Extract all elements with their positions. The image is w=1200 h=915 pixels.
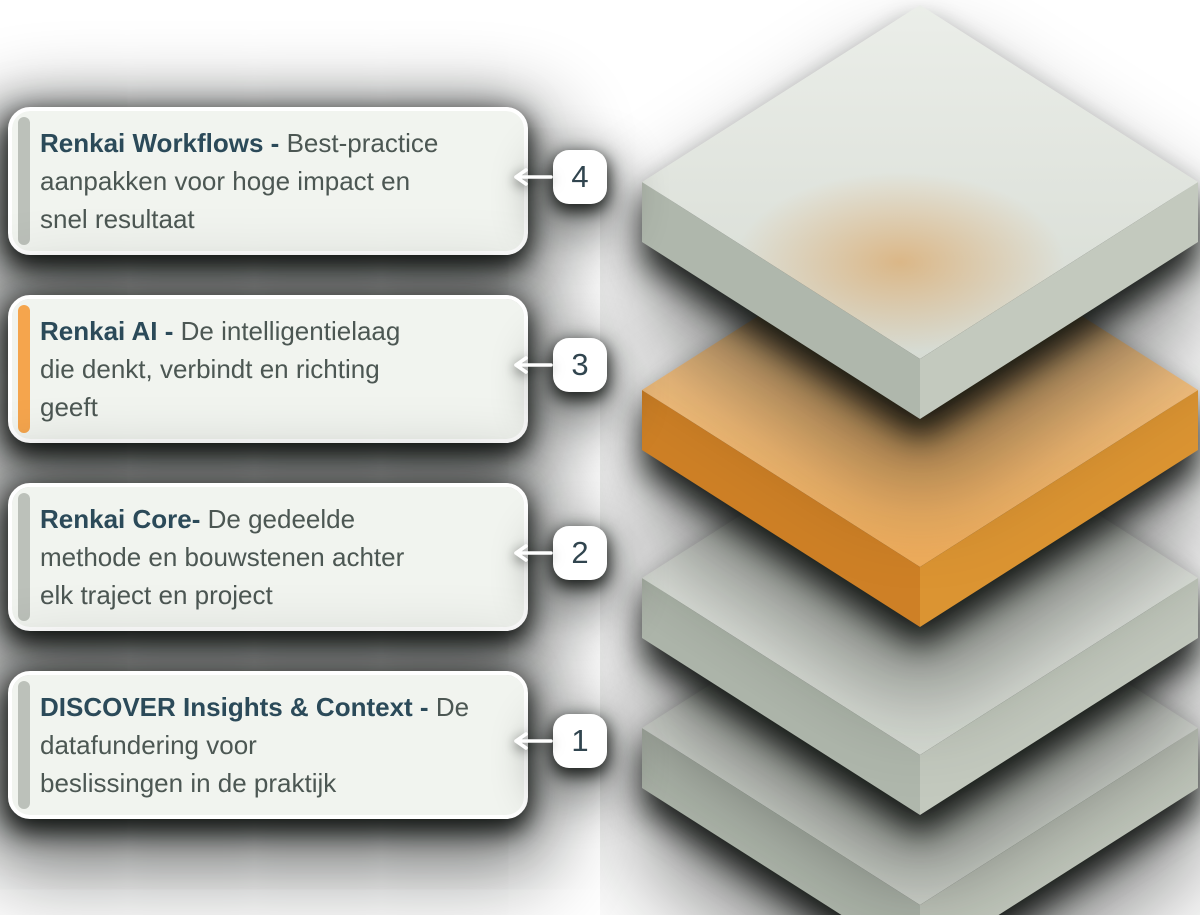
connector-step-3: 3: [510, 338, 620, 392]
card-title: Renkai Core-: [40, 504, 201, 534]
step-number: 2: [571, 535, 589, 570]
connector-step-4: 4: [510, 150, 620, 204]
card-renkai-workflows: Renkai Workflows - Best-practice aanpakk…: [8, 107, 528, 255]
card-title: Renkai AI -: [40, 316, 174, 346]
card-body: De datafundering voor beslissingen in de…: [40, 692, 470, 798]
step-number: 1: [571, 723, 589, 758]
card-accent-bar: [18, 117, 30, 245]
step-badge-1: 1: [553, 714, 607, 768]
card-accent-bar: [18, 493, 30, 621]
arrow-left-icon: [514, 544, 553, 562]
layer-stack: [642, 5, 1198, 915]
connector-step-1: 1: [510, 714, 620, 768]
layer-4-left-face: [642, 182, 920, 419]
card-title: DISCOVER Insights & Context -: [40, 692, 429, 722]
card-accent-bar: [18, 305, 30, 433]
arrow-left-icon: [514, 732, 553, 750]
layer-3-left-face: [642, 390, 920, 627]
card-renkai-core: Renkai Core- De gedeelde methode en bouw…: [8, 483, 528, 631]
layer-2-left-face: [642, 578, 920, 815]
card-body: De intelligentielaag die denkt, verbindt…: [40, 316, 401, 422]
step-badge-4: 4: [553, 150, 607, 204]
arrow-left-icon: [514, 356, 553, 374]
step-number: 3: [571, 347, 589, 382]
card-renkai-ai: Renkai AI - De intelligentielaag die den…: [8, 295, 528, 443]
layer-1-left-face: [642, 728, 920, 915]
layer-1-right-face: [920, 728, 1198, 915]
card-text: DISCOVER Insights & Context - De datafun…: [12, 688, 524, 802]
card-discover-insights-context: DISCOVER Insights & Context - De datafun…: [8, 671, 528, 819]
step-badge-2: 2: [553, 526, 607, 580]
card-title: Renkai Workflows -: [40, 128, 280, 158]
layer-2-right-face: [920, 578, 1198, 815]
connector-step-2: 2: [510, 526, 620, 580]
card-accent-bar: [18, 681, 30, 809]
arrow-left-icon: [514, 168, 553, 186]
step-number: 4: [571, 159, 589, 194]
step-badge-3: 3: [553, 338, 607, 392]
layer-4-right-face: [920, 182, 1198, 419]
card-body: De gedeelde methode en bouwstenen achter…: [40, 504, 405, 610]
card-body: Best-practice aanpakken voor hoge impact…: [40, 128, 439, 234]
layer-3-right-face: [920, 390, 1198, 627]
layer-renkai-workflows-slab: [642, 5, 1198, 419]
card-text: Renkai AI - De intelligentielaag die den…: [12, 312, 444, 426]
card-text: Renkai Core- De gedeelde methode en bouw…: [12, 500, 448, 614]
card-text: Renkai Workflows - Best-practice aanpakk…: [12, 124, 482, 238]
